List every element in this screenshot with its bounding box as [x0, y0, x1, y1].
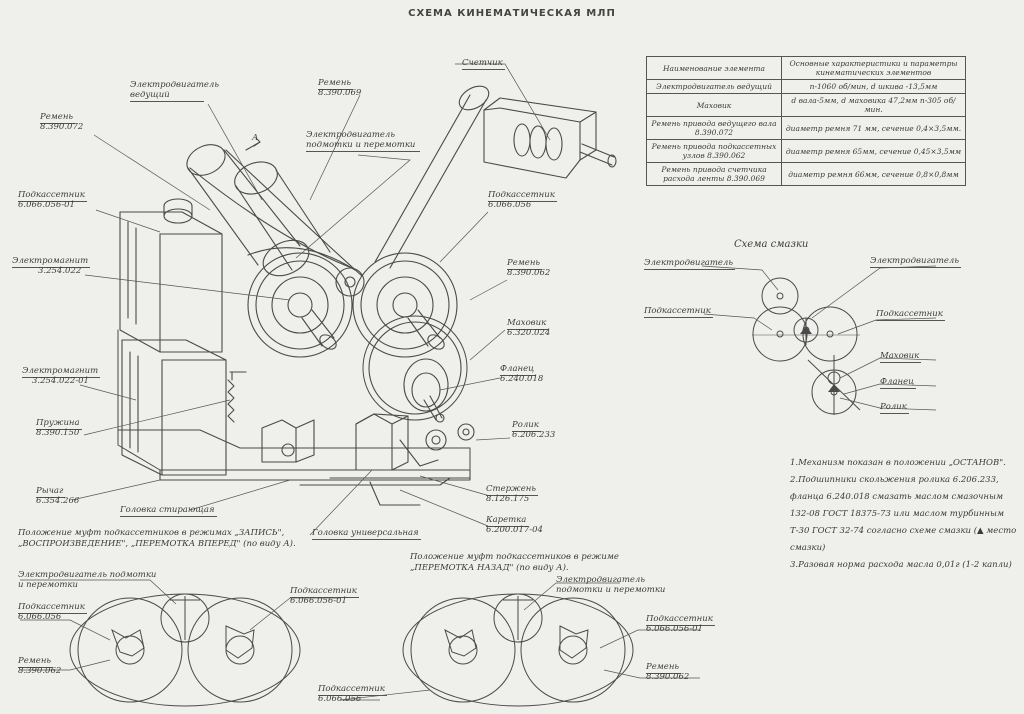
pos-right-label-belt: Ремень 8.390.062 [646, 662, 690, 682]
label-counter: Счетчик [462, 58, 505, 70]
spec-header-params: Основные характеристики и параметры кине… [781, 56, 966, 80]
lub-label-flywheel: Маховик [880, 351, 922, 363]
label-erase-head: Головка стирающая [120, 505, 217, 517]
pos-left-label-reel-left: Подкассетник 6.066.056 [18, 602, 87, 622]
lub-label-reel-left: Подкассетник [644, 306, 713, 318]
caption-position-left: Положение муфт подкассетников в режимах … [18, 528, 296, 549]
lub-label-reel-right: Подкассетник [876, 309, 945, 321]
label-electromagnet-1: Электромагнит 3.254.022 [12, 256, 91, 276]
lub-label-flange: Фланец [880, 377, 917, 389]
table-cell: Ремень привода счетчика расхода ленты 8.… [646, 162, 782, 186]
label-lever: Рычаг 6.354.266 [36, 486, 80, 506]
label-electromagnet-2: Электромагнит 3.254.022-01 [22, 366, 101, 386]
table-cell: Маховик [646, 93, 782, 117]
spec-header-element: Наименование элемента [646, 56, 782, 80]
label-roller: Ролик 6.206.233 [512, 420, 556, 440]
table-cell: d вала-5мм, d маховика 47,2мм n-305 об/м… [781, 93, 966, 117]
table-cell: Электродвигатель ведущий [646, 79, 782, 94]
notes-block: 1.Механизм показан в положении „ОСТАНОВ"… [790, 455, 1022, 574]
label-belt-mid: Ремень 8.390.062 [507, 258, 551, 278]
table-row: Электродвигатель ведущий n-1060 об/мин, … [646, 79, 966, 94]
note-1: 1.Механизм показан в положении „ОСТАНОВ"… [790, 458, 1006, 468]
label-flange: Фланец 6.240.018 [500, 364, 544, 384]
label-motor-drive: Электродвигатель ведущий [130, 80, 219, 102]
pos-right-label-reel-bottom: Подкассетник 6.066.056 [318, 684, 387, 704]
lubrication-title: Схема смазки [734, 239, 809, 250]
label-reel-seat-left: Подкассетник 6.066.056-01 [18, 190, 87, 210]
label-belt-top: Ремень 8.390.069 [318, 78, 362, 98]
label-reel-seat-center: Подкассетник 6.066.056 [488, 190, 557, 210]
table-cell: Ремень привода ведущего вала 8.390.072 [646, 116, 782, 140]
pos-left-label-belt: Ремень 8.390.062 [18, 656, 62, 676]
spec-table: Наименование элемента Основные характери… [646, 56, 966, 186]
note-3: 3.Разовая норма расхода масла 0,01г (1-2… [790, 560, 1012, 570]
table-cell: диаметр ремня 65мм, сечение 0,45×3,5мм [781, 139, 966, 163]
pos-right-label-motor: Электродвигатель подмотки и перемотки [556, 575, 666, 595]
label-motor-rewind: Электродвигатель подмотки и перемотки [306, 130, 420, 152]
table-row: Маховик d вала-5мм, d маховика 47,2мм n-… [646, 93, 966, 117]
label-arrow-a: А [252, 133, 259, 143]
lub-label-motor-left: Электродвигатель [644, 258, 735, 270]
drawing-title: СХЕМА КИНЕМАТИЧЕСКАЯ МЛП [408, 8, 616, 19]
table-row: Ремень привода подкассетных узлов 8.390.… [646, 139, 966, 163]
pos-right-label-reel-right: Подкассетник 6.066.056-01 [646, 614, 715, 634]
label-flywheel: Маховик 6.320.024 [507, 318, 551, 338]
label-carriage: Каретка 6.200.017-04 [486, 515, 543, 535]
table-cell: n-1060 об/мин, d шкива -13,5мм [781, 79, 966, 94]
spec-table-header: Наименование элемента Основные характери… [646, 56, 966, 80]
table-cell: диаметр ремня 71 мм, сечение 0,4×3,5мм. [781, 116, 966, 140]
caption-position-right: Положение муфт подкассетников в режиме „… [410, 552, 619, 573]
pos-left-label-reel-right: Подкассетник 6.066.056-01 [290, 586, 359, 606]
pos-left-label-motor: Электродвигатель подмотки и перемотки [18, 570, 157, 590]
lub-label-motor-right: Электродвигатель [870, 256, 961, 268]
table-row: Ремень привода счетчика расхода ленты 8.… [646, 162, 966, 186]
note-2: 2.Подшипники скольжения ролика 6.206.233… [790, 475, 1017, 553]
lubrication-scheme-drawing [752, 277, 861, 415]
label-belt-left: Ремень 8.390.072 [40, 112, 84, 132]
label-universal-head: Головка универсальная [312, 528, 421, 540]
lub-label-roller: Ролик [880, 402, 909, 414]
clutch-position-left-drawing [69, 593, 301, 707]
table-row: Ремень привода ведущего вала 8.390.072 д… [646, 116, 966, 140]
label-spring: Пружина 8.390.150 [36, 418, 82, 438]
table-cell: диаметр ремня 66мм, сечение 0,8×0,8мм [781, 162, 966, 186]
label-rod: Стержень 8.126.175 [486, 484, 538, 504]
table-cell: Ремень привода подкассетных узлов 8.390.… [646, 139, 782, 163]
clutch-position-right-drawing [402, 593, 634, 707]
